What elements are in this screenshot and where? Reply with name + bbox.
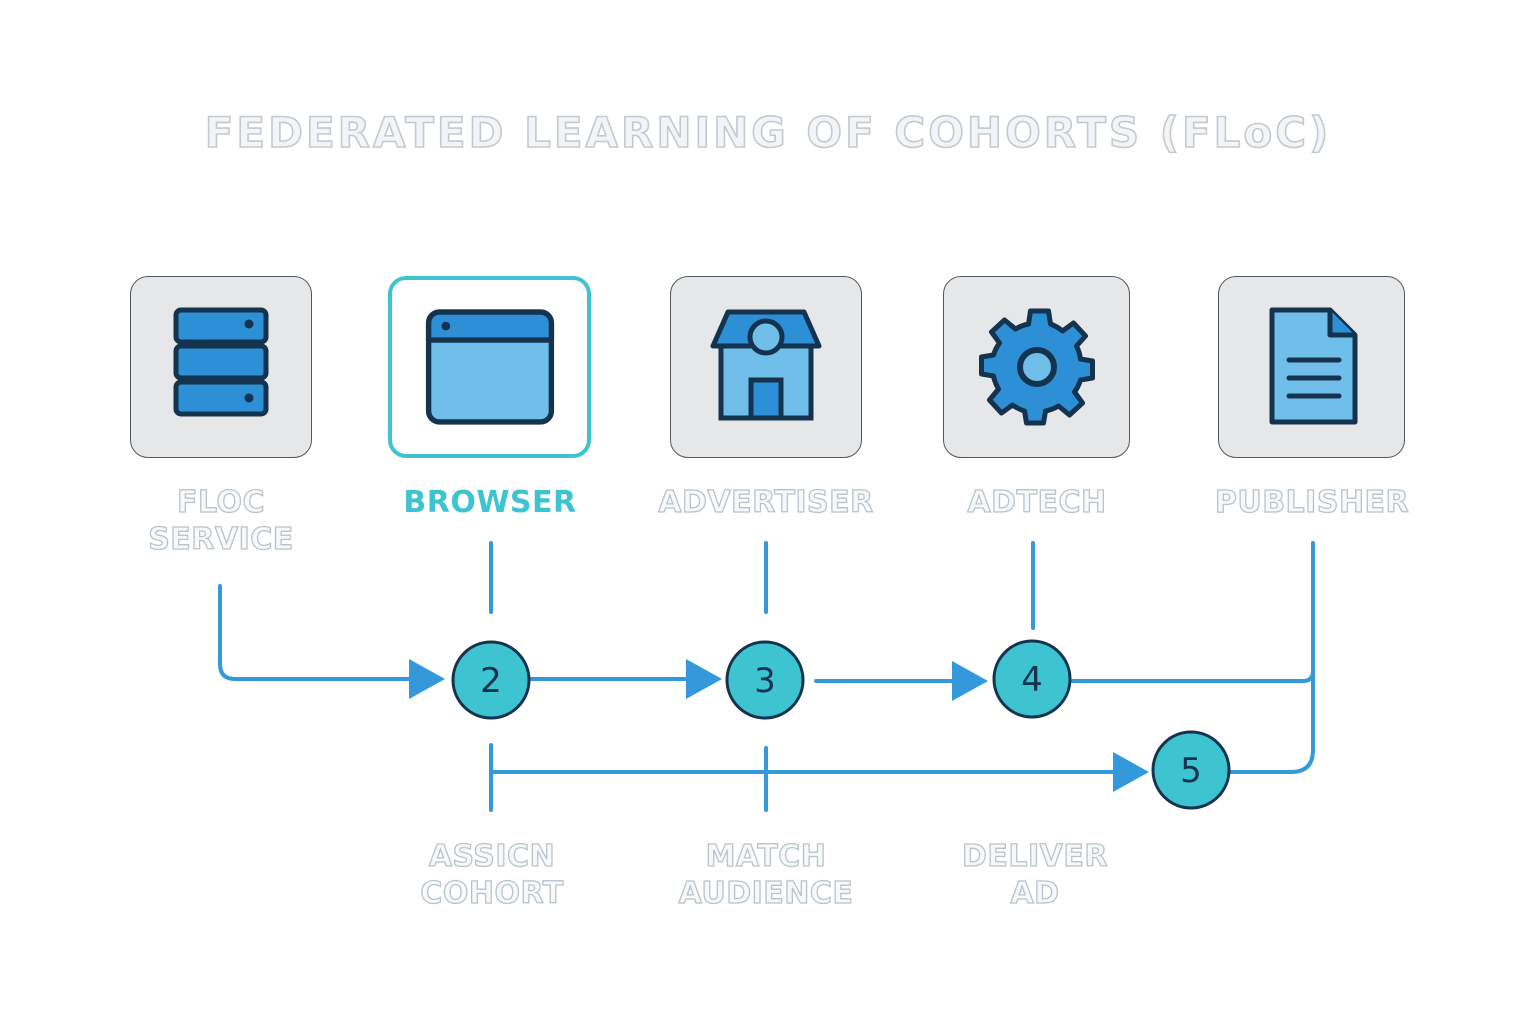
step-label-line: DELIVER xyxy=(961,838,1108,874)
tile-publisher xyxy=(1218,276,1405,458)
line-publisher-to-step-5 xyxy=(1228,541,1315,774)
step-label-line: COHORT xyxy=(420,875,564,911)
storefront-icon xyxy=(710,309,822,421)
step-number: 3 xyxy=(754,661,776,701)
actor-label-line: FLOC xyxy=(176,484,266,520)
actor-label-line: ADVERTISER xyxy=(658,484,874,520)
gear-icon xyxy=(978,308,1095,426)
actor-label-line: SERVICE xyxy=(148,521,294,557)
actor-label-line: ADTECH xyxy=(967,484,1107,520)
line-step-4-to-publisher xyxy=(1071,669,1315,683)
actor-label-advertiser: ADVERTISER xyxy=(636,484,896,521)
actor-label-adtech: ADTECH xyxy=(937,484,1137,521)
server-icon xyxy=(173,307,269,417)
step-label-line: AUDIENCE xyxy=(678,875,854,911)
actor-label-publisher: PUBLISHER xyxy=(1192,484,1432,521)
step-node-5: 5 xyxy=(1151,730,1231,810)
actor-label-line: PUBLISHER xyxy=(1214,484,1410,520)
actor-label-line: BROWSER xyxy=(403,485,577,520)
browser-window-icon xyxy=(425,309,554,425)
step-number: 5 xyxy=(1180,751,1202,791)
step-number: 2 xyxy=(480,661,502,701)
step-label-deliver-ad: DELIVER AD xyxy=(925,838,1145,912)
step-node-3: 3 xyxy=(725,640,805,720)
tile-browser xyxy=(388,276,591,458)
step-node-2: 2 xyxy=(451,640,531,720)
document-icon xyxy=(1269,307,1357,425)
step-label-match-audience: MATCH AUDIENCE xyxy=(646,838,886,912)
step-label-line: AD xyxy=(1010,875,1060,911)
tile-advertiser xyxy=(670,276,862,458)
step-node-4: 4 xyxy=(992,639,1072,719)
step-label-assign-cohort: ASSICN COHORT xyxy=(392,838,592,912)
step-label-line: ASSICN xyxy=(428,838,556,874)
diagram-title: FEDERATED LEARNING OF COHORTS (FLoC) xyxy=(204,107,1332,158)
arrow-floc-to-step-2 xyxy=(218,584,445,699)
tile-adtech xyxy=(943,276,1130,458)
actor-label-browser: BROWSER xyxy=(380,484,600,521)
actor-label-floc-service: FLOC SERVICE xyxy=(121,484,321,558)
tile-floc-service xyxy=(130,276,312,458)
step-number: 4 xyxy=(1021,660,1043,700)
step-label-line: MATCH xyxy=(705,838,827,874)
